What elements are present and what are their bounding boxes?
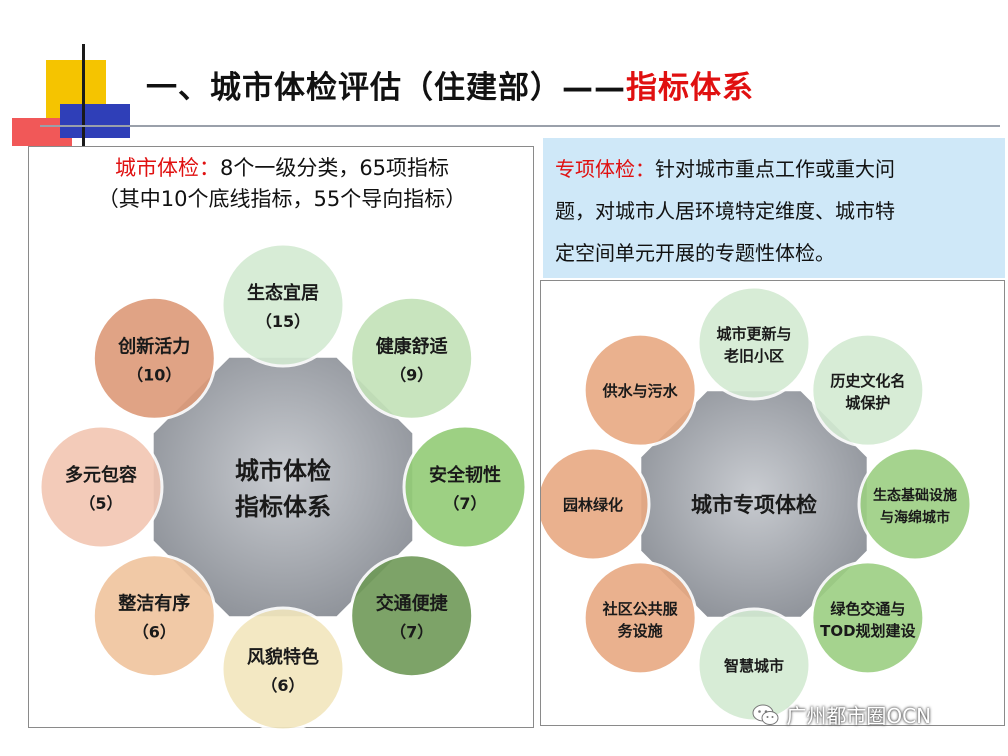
special-check-node-line1: 历史文化名: [830, 372, 905, 390]
city-check-header-line1: 城市体检：8个一级分类，65项指标: [29, 153, 535, 184]
special-check-node-label: 智慧城市: [724, 657, 784, 675]
special-check-node: 供水与污水: [582, 332, 698, 448]
city-check-node-circle: [38, 424, 164, 550]
special-check-center-shape: [641, 391, 867, 617]
special-check-node-label: 园林绿化: [563, 496, 623, 514]
special-check-node: 绿色交通与 TOD规划建设: [810, 560, 926, 676]
city-check-node: 生态宜居 （15）: [220, 242, 346, 368]
city-check-node-count: （7）: [390, 623, 433, 642]
special-check-node-circle: [857, 446, 973, 562]
city-check-node-label: 风貌特色: [247, 646, 319, 668]
city-check-node: 安全韧性 （7）: [402, 424, 528, 550]
special-check-node-circle: [541, 446, 651, 562]
special-check-line2: 题，对城市人居环境特定维度、城市特: [555, 199, 895, 223]
city-check-node-circle: [91, 295, 217, 421]
special-check-node-label: 供水与污水: [602, 382, 679, 400]
city-check-node-circle: [349, 295, 475, 421]
city-check-node-label: 安全韧性: [429, 464, 501, 486]
special-check-node-line1: 生态基础设施: [873, 487, 957, 504]
wechat-icon: [752, 704, 779, 725]
special-check-line1: 专项体检：针对城市重点工作或重大问: [555, 157, 895, 181]
city-check-node-count: （10）: [127, 365, 181, 384]
title-highlight: 指标体系: [626, 70, 754, 106]
special-check-node-line2: 与海绵城市: [880, 509, 950, 526]
city-check-node: 整洁有序 （6）: [91, 553, 217, 679]
city-check-node-count: （7）: [443, 494, 486, 513]
special-check-node-line1: 绿色交通与: [830, 600, 905, 618]
city-check-node-count: （5）: [79, 494, 122, 513]
special-check-node-line1: 社区公共服: [602, 600, 679, 618]
special-check-description: 专项体检：针对城市重点工作或重大问 题，对城市人居环境特定维度、城市特 定空间单…: [543, 138, 1005, 278]
city-check-node: 健康舒适 （9）: [349, 295, 475, 421]
city-check-node-circle: [220, 242, 346, 368]
city-check-node: 交通便捷 （7）: [349, 553, 475, 679]
city-check-center-shape: [153, 357, 413, 617]
decor-vertical-line: [82, 44, 85, 164]
city-check-node: 风貌特色 （6）: [220, 606, 346, 729]
special-check-node-line1: 城市更新与: [716, 325, 791, 343]
city-check-node-count: （9）: [390, 365, 433, 384]
footer-label: 广州都市圈OCN: [786, 704, 932, 728]
special-check-node-circle: [810, 332, 926, 448]
special-check-node-circle: [696, 285, 812, 401]
city-check-panel: 城市体检：8个一级分类，65项指标 （其中10个底线指标，55个导向指标） 生态…: [28, 146, 535, 729]
special-check-node-line2: 老旧小区: [723, 347, 784, 365]
page-title: 一、城市体检评估（住建部）——指标体系: [146, 62, 754, 106]
city-check-node-circle: [91, 553, 217, 679]
city-check-header: 城市体检：8个一级分类，65项指标 （其中10个底线指标，55个导向指标）: [29, 147, 535, 215]
city-check-diagram: 生态宜居（15）健康舒适（9）安全韧性（7）交通便捷（7）风貌特色（6）整洁有序…: [38, 242, 528, 729]
city-check-node-label: 创新活力: [117, 335, 190, 357]
special-check-node-line2: TOD规划建设: [820, 622, 915, 640]
title-divider: [40, 125, 1000, 127]
special-check-diagram: 城市更新与老旧小区历史文化名城保护生态基础设施与海绵城市绿色交通与TOD规划建设…: [541, 285, 973, 723]
special-check-line3: 定空间单元开展的专题性体检。: [555, 241, 835, 265]
city-check-node-count: （6）: [133, 623, 176, 642]
special-check-center-title: 城市专项体检: [691, 493, 817, 517]
city-check-node-circle: [402, 424, 528, 550]
special-check-node: 园林绿化: [541, 446, 651, 562]
city-check-center-subtitle: 指标体系: [235, 493, 331, 521]
special-check-node-circle: [582, 560, 698, 676]
city-check-center-title: 城市体检: [235, 457, 331, 485]
footer-brand: 广州都市圈OCN: [752, 700, 931, 730]
decor-blue-bar: [60, 104, 130, 138]
city-check-node-circle: [349, 553, 475, 679]
city-check-node-count: （6）: [261, 676, 304, 695]
special-check-node-circle: [810, 560, 926, 676]
city-check-node-label: 整洁有序: [117, 593, 190, 615]
special-check-node-circle: [696, 607, 812, 723]
special-check-node-line2: 务设施: [618, 622, 663, 640]
special-check-node-circle: [582, 332, 698, 448]
city-check-node: 创新活力 （10）: [91, 295, 217, 421]
city-check-node-label: 健康舒适: [376, 335, 448, 357]
city-check-node: 多元包容 （5）: [38, 424, 164, 550]
city-check-node-label: 多元包容: [65, 464, 137, 486]
city-check-node-label: 生态宜居: [247, 282, 319, 304]
city-check-summary: 8个一级分类，65项指标: [219, 156, 450, 180]
title-main: 一、城市体检评估（住建部）——: [146, 70, 626, 106]
city-check-node-label: 交通便捷: [376, 593, 449, 615]
city-check-header-line2: （其中10个底线指标，55个导向指标）: [97, 187, 467, 211]
special-check-label: 专项体检：: [555, 157, 655, 181]
city-check-label: 城市体检：: [114, 156, 220, 180]
special-check-node: 智慧城市: [696, 607, 812, 723]
special-check-node-line2: 城保护: [845, 394, 890, 412]
city-check-node-count: （15）: [256, 312, 310, 331]
city-check-node-circle: [220, 606, 346, 729]
